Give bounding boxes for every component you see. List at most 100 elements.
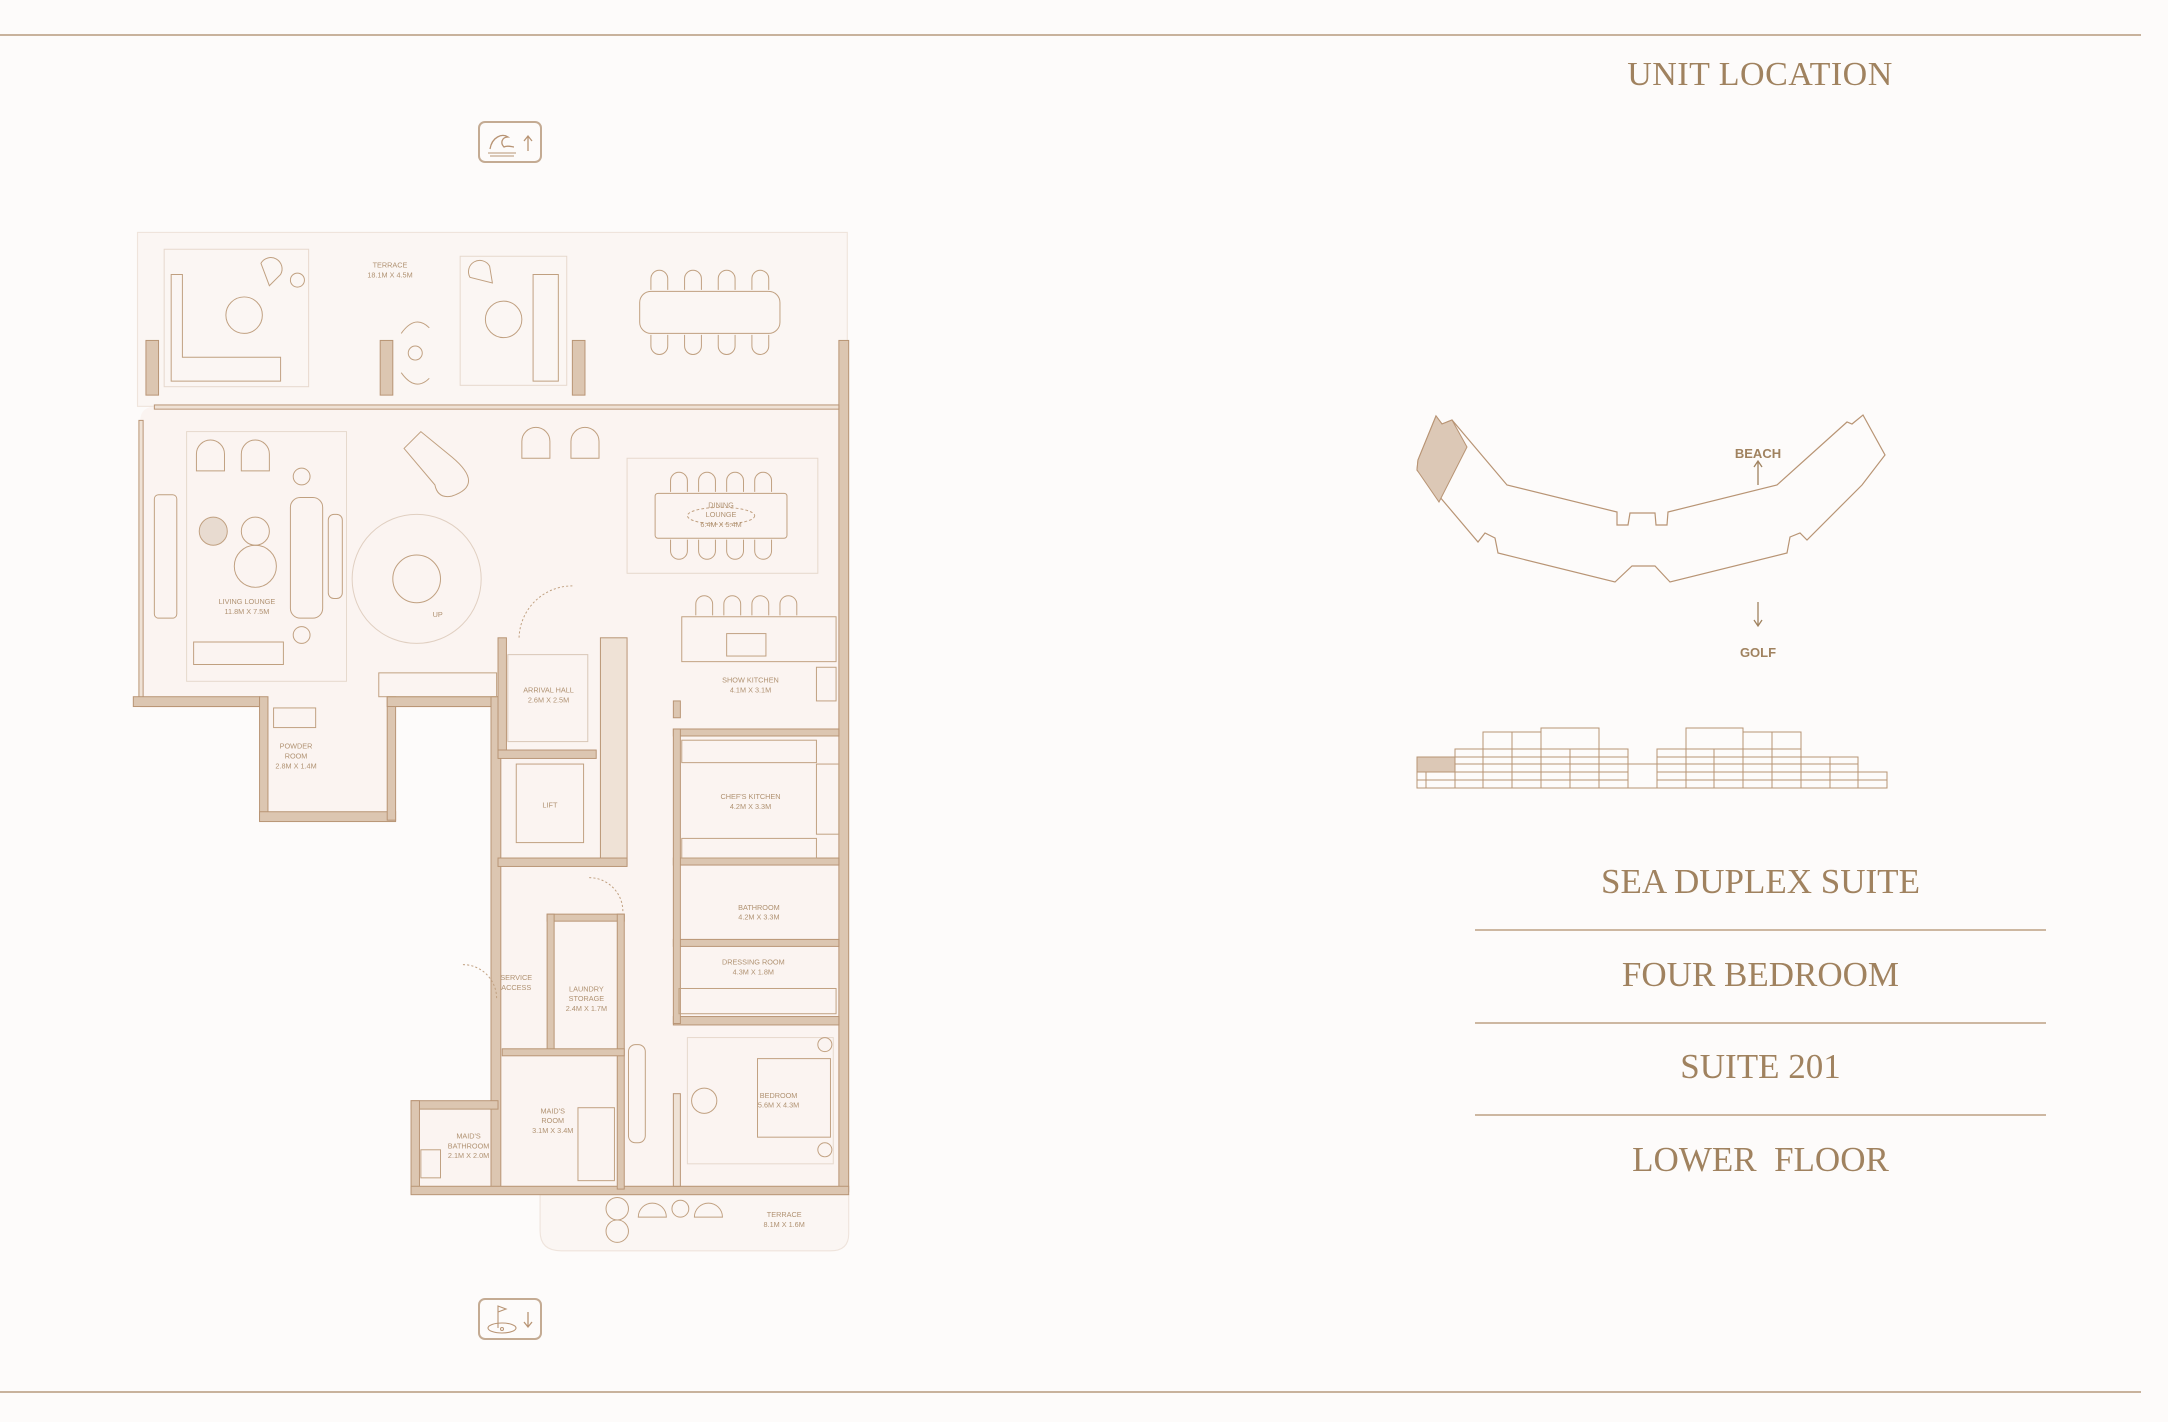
elevation-cell [1598,748,1629,758]
elevation-cell [1540,771,1571,781]
elevation-cell [1771,756,1802,765]
laundry-name-1: LAUNDRY [569,984,604,993]
elevation-cell [1569,779,1600,789]
elevation-cell [1771,779,1802,789]
unit-floor: LOWER FLOOR [1632,1140,1889,1179]
bedroom-size: 5.6M X 4.3M [758,1101,799,1110]
elevation-cell [1482,779,1513,789]
elevation-cell [1454,748,1484,758]
elevation-cell [1771,771,1802,781]
terrace-bottom-area [539,1194,850,1252]
elevation-cell [1454,779,1484,789]
chair [723,595,742,616]
chefs-kitchen-size: 4.2M X 3.3M [730,802,771,811]
lift-name: LIFT [542,801,558,810]
elevation-cell [1627,763,1658,789]
chair [779,595,798,616]
chair [684,269,702,290]
chair [726,471,744,492]
elevation-cell [1511,756,1542,765]
elevation-cell [1416,756,1456,773]
beach-arrow-icon [1753,459,1763,485]
elevation-cell [1713,779,1744,789]
elevation-cell [1829,763,1859,773]
walls [132,339,850,1196]
room-labels: TERRACE 18.1M X 4.5M LIVING LOUNGE 11.8M… [219,260,805,1228]
unit-type: SEA DUPLEX SUITE [1601,862,1920,901]
maids-bath-name-1: MAID'S [456,1132,481,1141]
laundry-name-2: STORAGE [569,994,605,1003]
divider [1475,1022,2046,1024]
elevation-cell [1482,771,1513,781]
elevation-cell [1569,763,1600,773]
golf-flag-icon [487,1305,533,1334]
unit-bedrooms: FOUR BEDROOM [1621,955,1900,994]
elevation-cell [1857,771,1888,781]
service-name-1: SERVICE [500,973,532,982]
terrace-top-area [136,231,848,407]
elevation-cell [1416,779,1427,789]
maids-room-name-1: MAID'S [540,1106,565,1115]
floor-plan: TERRACE 18.1M X 4.5M LIVING LOUNGE 11.8M… [132,231,850,1252]
living-name: LIVING LOUNGE [219,597,276,606]
chair [717,334,736,355]
maids-bath-name-2: BATHROOM [448,1141,490,1150]
top-rule [0,34,2141,36]
elevation-cell [1829,756,1859,765]
sea-direction-badge [478,121,542,163]
furniture [153,248,840,1243]
bathroom-size: 4.2M X 3.3M [738,913,779,922]
elevation-cell [1713,763,1744,773]
elevation-cell [1771,763,1802,773]
laundry-size: 2.4M X 1.7M [566,1004,607,1013]
beach-label: BEACH [1735,446,1781,461]
elevation-cell [1742,731,1773,750]
terrace-top-name: TERRACE [373,260,408,269]
elevation-cell [1771,748,1802,758]
chair [684,334,702,355]
elevation-cell [1685,748,1715,758]
golf-arrow-icon [1753,602,1763,628]
elevation-cell [1598,756,1629,765]
elevation-cell [1685,771,1715,781]
elevation-cell [1569,748,1600,758]
elevation-cell [1540,756,1571,765]
arrival-name: ARRIVAL HALL [523,686,574,695]
dressing-name: DRESSING ROOM [722,958,785,967]
living-size: 11.8M X 7.5M [225,607,270,616]
elevation-cell [1454,756,1484,765]
maids-room-name-2: ROOM [541,1116,564,1125]
chair [751,595,770,616]
elevation-cell [1598,779,1629,789]
show-kitchen-size: 4.1M X 3.1M [730,686,771,695]
elevation-cell [1540,748,1571,758]
elevation-cell [1656,756,1687,765]
elevation-cell [1482,763,1513,773]
elevation-cell [1598,763,1629,773]
elevation-cell [1598,771,1629,781]
elevation-cell [1656,763,1687,773]
elevation-cell [1742,748,1773,758]
elevation-cell [1800,779,1831,789]
terrace-top-size: 18.1M X 4.5M [367,270,412,279]
chair [650,334,669,355]
elevation-cell [1416,771,1427,781]
elevation-cell [1771,731,1802,750]
powder-name-2: ROOM [285,751,308,760]
divider [1475,1114,2046,1116]
chair [698,539,716,560]
dining-size: 6.4M X 5.4M [700,520,741,529]
elevation-cell [1742,756,1773,765]
divider [1475,929,2046,931]
chair [751,269,770,290]
dining-name-2: LOUNGE [706,510,737,519]
chair [754,471,773,492]
elevation-cell [1685,779,1715,789]
elevation-cell [1482,748,1513,758]
elevation-cell [1742,779,1773,789]
bottom-rule [0,1391,2141,1393]
elevation-cell [1511,771,1542,781]
golf-direction-badge [478,1298,542,1340]
elevation-cell [1511,731,1542,750]
bathroom-name: BATHROOM [738,903,780,912]
